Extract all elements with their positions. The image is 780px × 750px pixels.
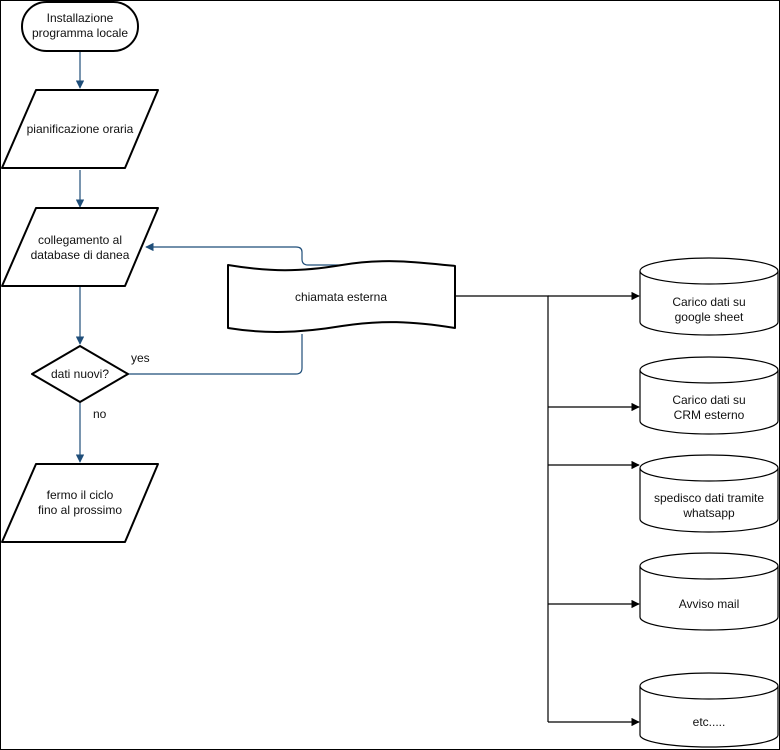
edge-label-yes: yes: [131, 351, 150, 365]
fanout-trunk: [455, 295, 549, 722]
node-decision-label: dati nuovi?: [51, 367, 109, 381]
node-mail[interactable]: Avviso mail: [639, 552, 779, 631]
node-stop[interactable]: fermo il ciclo fino al prossimo: [1, 463, 159, 543]
node-db-link-line1: collegamento al: [38, 233, 122, 247]
edge-call-to-db: [145, 242, 342, 266]
node-crm-line1: Carico dati su: [672, 393, 745, 407]
node-start-line2: programma locale: [32, 26, 128, 40]
node-google-sheet-line1: Carico dati su: [672, 295, 745, 309]
node-etc[interactable]: etc.....: [639, 672, 779, 748]
node-start[interactable]: Installazione programma locale: [21, 1, 139, 52]
node-external-call[interactable]: chiamata esterna: [227, 260, 456, 333]
node-decision[interactable]: dati nuovi?: [31, 345, 129, 403]
node-stop-line2: fino al prossimo: [38, 503, 122, 517]
edge-decision-yes-to-call: [128, 334, 303, 375]
fanout-connectors: [455, 291, 640, 727]
node-stop-line1: fermo il ciclo: [47, 488, 114, 502]
node-schedule-label: pianificazione oraria: [27, 122, 134, 136]
node-whatsapp-line1: spedisco dati tramite: [654, 491, 764, 505]
node-google-sheet-line2: google sheet: [675, 310, 744, 324]
node-crm[interactable]: Carico dati su CRM esterno: [639, 356, 779, 435]
node-whatsapp[interactable]: spedisco dati tramite whatsapp: [639, 454, 779, 533]
node-google-sheet[interactable]: Carico dati su google sheet: [639, 257, 779, 336]
node-external-call-label: chiamata esterna: [295, 290, 387, 304]
connectors: [75, 52, 342, 463]
node-schedule[interactable]: pianificazione oraria: [1, 89, 159, 169]
node-mail-label: Avviso mail: [679, 597, 739, 611]
edge-label-no: no: [93, 407, 107, 421]
node-crm-line2: CRM esterno: [674, 408, 745, 422]
node-whatsapp-line2: whatsapp: [682, 506, 735, 520]
node-db-link-line2: database di danea: [31, 248, 130, 262]
node-start-line1: Installazione: [47, 11, 114, 25]
node-etc-label: etc.....: [693, 715, 726, 729]
node-db-link[interactable]: collegamento al database di danea: [1, 207, 159, 287]
